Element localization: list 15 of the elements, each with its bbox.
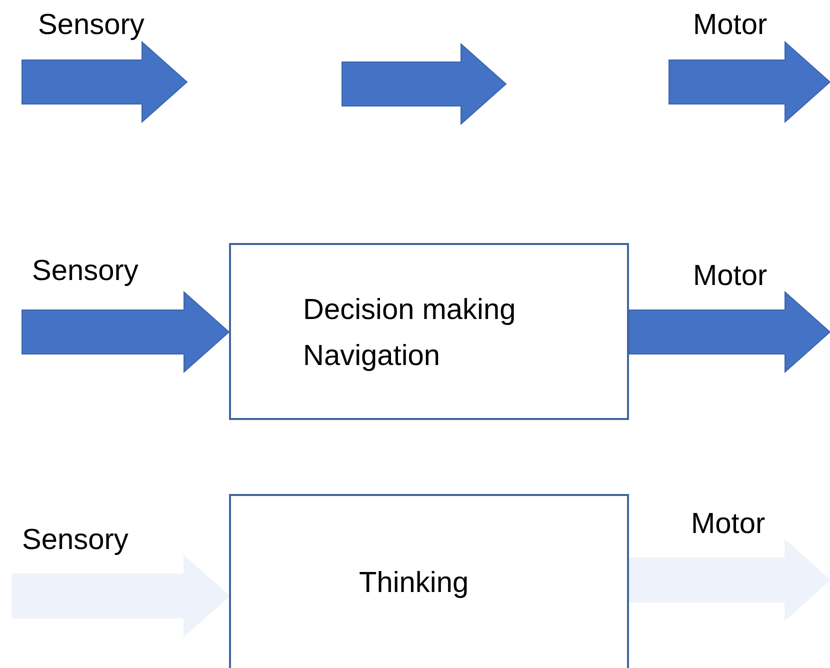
block-arrow: [628, 290, 830, 374]
block-arrow: [22, 290, 230, 374]
process-box: [229, 243, 629, 420]
edge-label: Motor: [691, 507, 766, 542]
box-text: Decision making: [303, 293, 516, 328]
edge-label: Sensory: [22, 523, 128, 558]
box-text: Thinking: [359, 566, 469, 601]
block-arrow: [12, 554, 230, 638]
edge-label: Sensory: [32, 254, 138, 289]
box-text: Navigation: [303, 339, 440, 374]
process-box: [229, 494, 629, 668]
block-arrow: [628, 538, 830, 622]
edge-label: Motor: [693, 259, 768, 294]
arrow-label: Motor: [693, 8, 768, 43]
arrow-label: Sensory: [38, 8, 144, 43]
